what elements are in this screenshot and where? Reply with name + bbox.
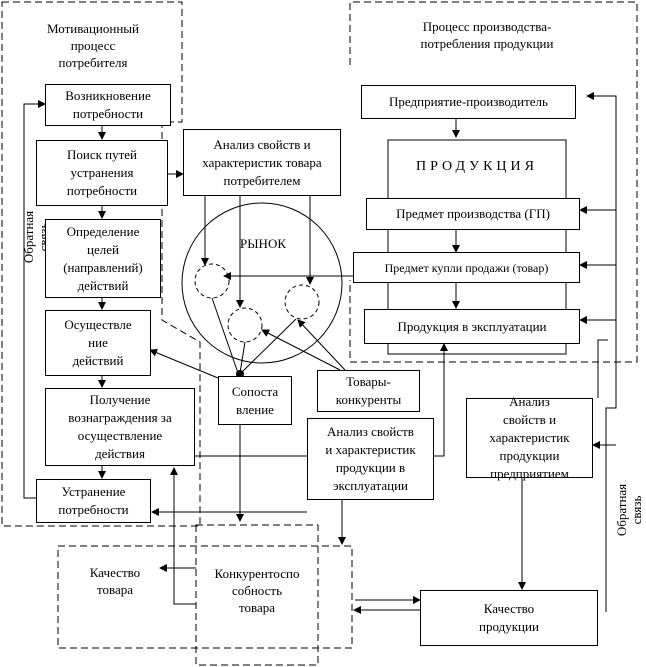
products-container — [387, 139, 567, 355]
market-circle-1 — [194, 263, 230, 299]
need-elimination-box: Устранение потребности — [36, 479, 151, 523]
products-title: ПРОДУКЦИЯ — [415, 159, 538, 174]
quality-region — [57, 545, 353, 649]
actions-box: Осуществле ние действий — [45, 310, 151, 376]
production-region — [349, 1, 638, 363]
product-quality-box: Качество продукции — [420, 590, 598, 646]
goals-box: Определение целей (направлений) действий — [45, 219, 161, 298]
product-analysis-box: Анализ свойств и характеристик продукции… — [307, 418, 434, 500]
motivation-region — [1, 1, 201, 527]
producer-box: Предприятие-производитель — [361, 85, 576, 119]
comparison-box: Сопоста вление — [218, 376, 292, 425]
market-circle-2 — [227, 307, 263, 343]
market-label: РЫНОК — [239, 236, 286, 251]
subject-production-box: Предмет производства (ГП) — [366, 198, 580, 230]
enterprise-analysis-box: Анализ свойств и характеристик продукции… — [466, 394, 593, 481]
subject-sale-box: Предмет купли продажи (товар) — [353, 252, 580, 283]
production-label: Процесс производства- потребления продук… — [420, 19, 554, 51]
market-circle-3 — [284, 284, 320, 320]
product-operation-box: Продукция в эксплуатации — [364, 309, 580, 344]
search-ways-box: Поиск путей устранения потребности — [36, 140, 168, 206]
market-ellipse — [181, 202, 343, 364]
competitiveness-region — [195, 524, 319, 666]
need-emergence-box: Возникновение потребности — [45, 84, 171, 126]
feedback-right-label: Обратная связь — [614, 483, 644, 537]
consumer-analysis-box: Анализ свойств и характеристик товара по… — [183, 129, 341, 196]
competitiveness-label: Конкурентоспо собность товара — [214, 566, 300, 615]
reward-box: Получение вознаграждения за осуществлени… — [45, 388, 195, 466]
motivation-label: Мотивационный процесс потребителя — [47, 21, 139, 70]
competitors-box: Товары- конкуренты — [317, 370, 420, 412]
goods-quality-label: Качество товара — [89, 565, 141, 597]
